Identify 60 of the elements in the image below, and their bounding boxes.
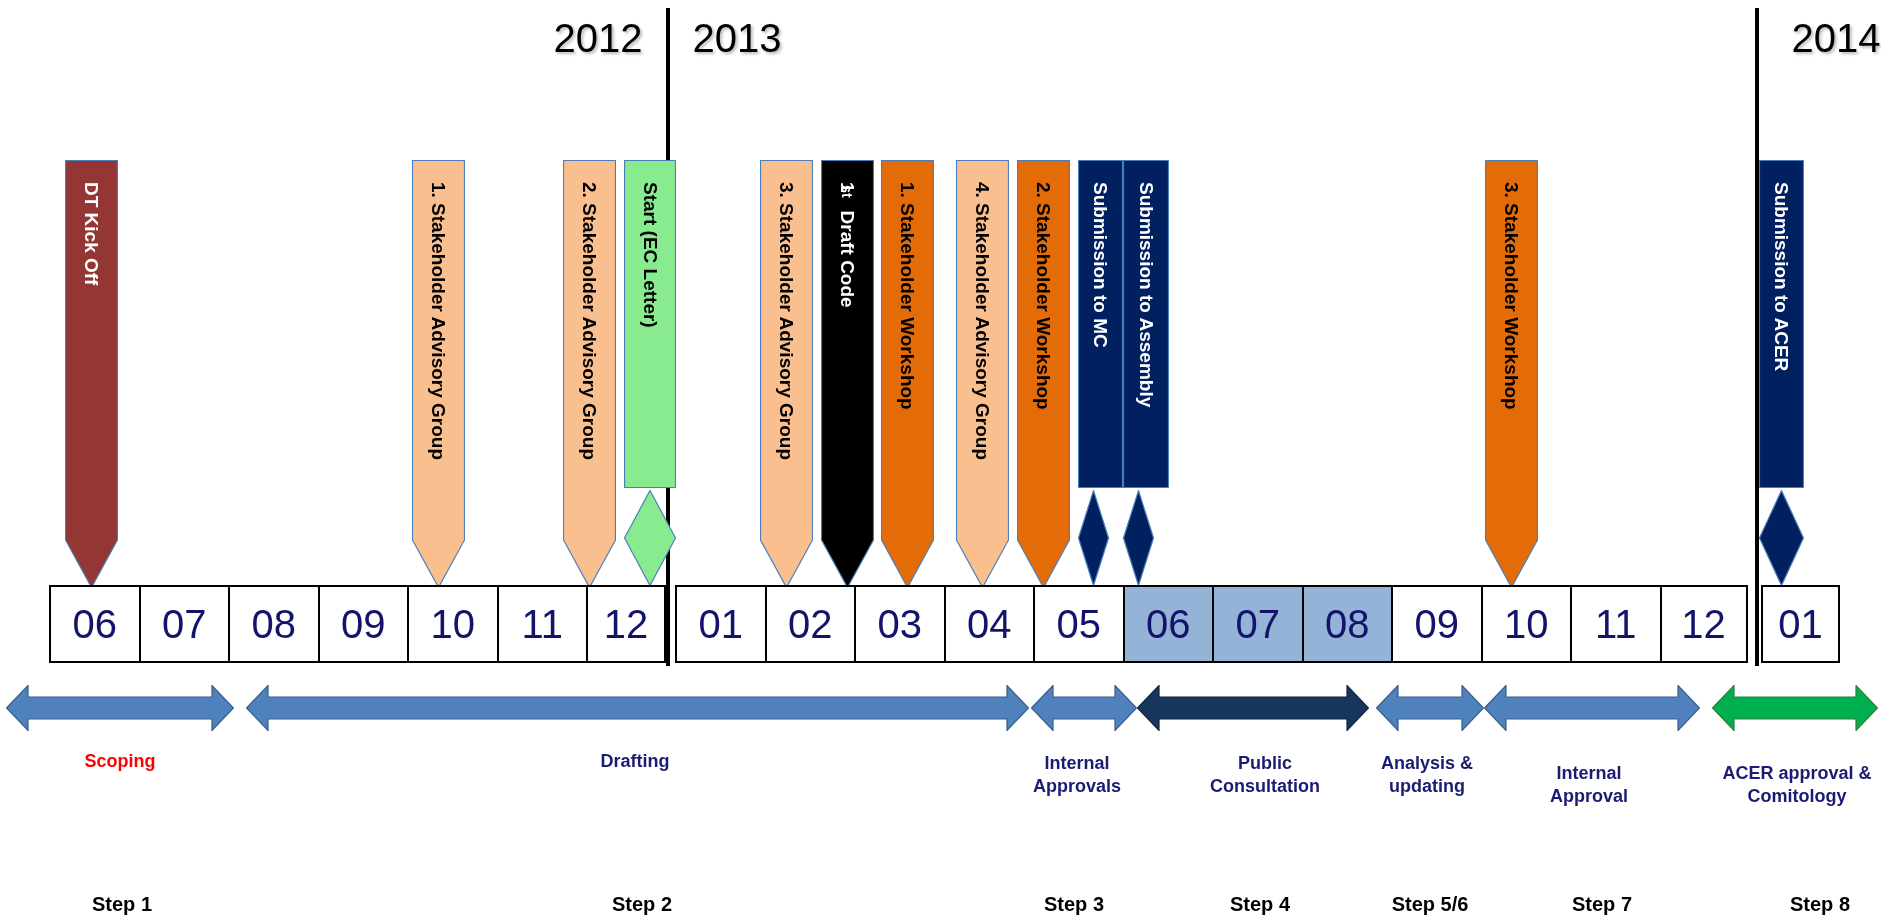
milestone-marker: 3. Stakeholder Workshop — [1485, 160, 1538, 588]
phase-label: Internal Approvals — [1032, 752, 1122, 799]
phase-span-bar — [1484, 685, 1700, 731]
month-cell: 12 — [586, 585, 666, 663]
milestone-marker: DT Kick Off — [65, 160, 118, 588]
step-label: Step 3 — [1044, 892, 1104, 917]
milestone-diamond — [1123, 490, 1154, 586]
step-label: Step 1 — [92, 892, 152, 917]
step-label: Step 5/6 — [1391, 892, 1469, 917]
phase-span-bar — [1712, 685, 1878, 731]
milestone-diamond — [1759, 490, 1804, 586]
month-cell: 08 — [228, 585, 320, 663]
month-cell: 08 — [1301, 585, 1393, 663]
milestone-marker: 1. Stakeholder Advisory Group — [412, 160, 465, 588]
milestone-diamond — [624, 490, 676, 586]
month-cell: 11 — [1570, 585, 1662, 663]
month-cell: 06 — [1122, 585, 1214, 663]
year-label: 2012 — [553, 15, 643, 62]
step-label: Step 2 — [612, 892, 672, 917]
month-cell: 05 — [1033, 585, 1125, 663]
step-label: Step 4 — [1230, 892, 1290, 917]
month-cell: 01 — [1761, 585, 1840, 663]
phase-label: Internal Approval — [1549, 762, 1629, 809]
milestone-banner: Submission to ACER — [1759, 160, 1804, 488]
month-cell: 10 — [1480, 585, 1572, 663]
phase-span-bar — [1031, 685, 1137, 731]
month-cell: 02 — [764, 585, 856, 663]
milestone-marker: 2. Stakeholder Advisory Group — [563, 160, 616, 588]
month-cell: 11 — [496, 585, 588, 663]
phase-label: Drafting — [599, 750, 671, 773]
phase-span-bar — [1137, 685, 1369, 731]
month-cell: 07 — [1212, 585, 1304, 663]
milestone-marker: 2. Stakeholder Workshop — [1017, 160, 1070, 588]
milestone-marker: 3. Stakeholder Advisory Group — [760, 160, 813, 588]
year-label: 2014 — [1791, 15, 1881, 62]
milestone-diamond — [1078, 490, 1109, 586]
milestone-marker: 4. Stakeholder Advisory Group — [956, 160, 1009, 588]
month-cell: 01 — [675, 585, 767, 663]
phase-span-bar — [1376, 685, 1484, 731]
phase-label: Analysis & updating — [1379, 752, 1474, 799]
phase-label: Public Consultation — [1209, 752, 1321, 799]
milestone-banner: Submission to MC — [1078, 160, 1123, 488]
month-cell: 10 — [407, 585, 499, 663]
month-cell: 06 — [49, 585, 141, 663]
step-label: Step 7 — [1572, 892, 1632, 917]
milestone-banner: Submission to Assembly — [1123, 160, 1169, 488]
month-cell: 04 — [943, 585, 1035, 663]
milestone-banner: Start (EC Letter) — [624, 160, 676, 488]
phase-label: Scoping — [83, 750, 157, 773]
month-cell: 12 — [1659, 585, 1748, 663]
year-label: 2013 — [692, 15, 782, 62]
phase-span-bar — [6, 685, 234, 731]
milestone-marker: 1. Stakeholder Workshop — [881, 160, 934, 588]
month-cell: 09 — [317, 585, 409, 663]
step-label: Step 8 — [1790, 892, 1850, 917]
month-cell: 09 — [1391, 585, 1483, 663]
month-cell: 07 — [138, 585, 230, 663]
phase-span-bar — [246, 685, 1029, 731]
phase-label: ACER approval & Comitology — [1722, 762, 1872, 809]
month-cell: 03 — [854, 585, 946, 663]
